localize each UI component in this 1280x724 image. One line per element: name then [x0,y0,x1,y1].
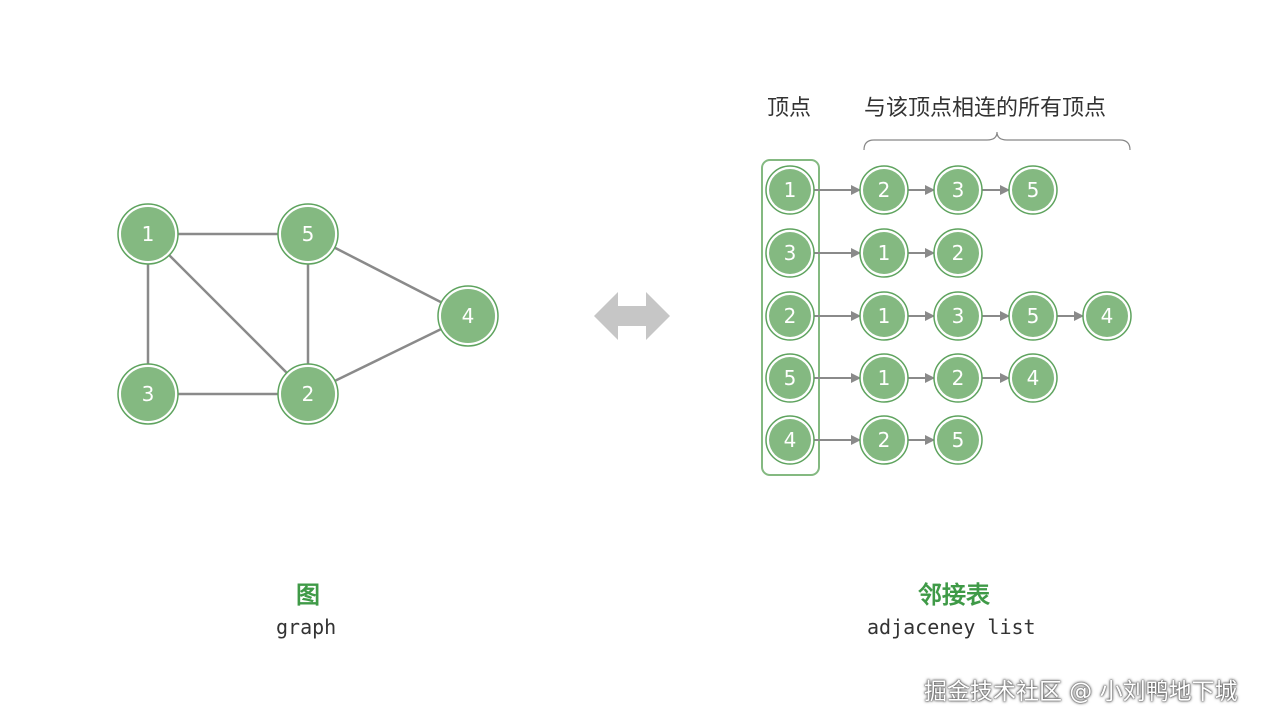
graph-edge-1-2 [166,252,290,376]
graph-node-4: 4 [437,285,499,347]
graph-node-1-label: 1 [142,222,155,246]
graph-node-1: 1 [117,203,179,265]
neighbor-node: 3 [933,165,983,215]
neighbor-node-label: 1 [878,366,891,390]
neighbor-node-label: 5 [952,428,965,452]
vertex-node-4-label: 4 [784,428,797,452]
neighbor-node: 4 [1008,353,1058,403]
graph-caption-zh: 图 [296,581,320,609]
adjacency-caption-en: adjaceney list [867,615,1036,639]
vertex-node-3: 3 [765,228,815,278]
adjacency-arrows [814,185,1084,445]
graph-edge-2-4 [332,327,444,383]
adjacency-nodes: 1 2 3 5 3 1 2 2 1 3 5 4 5 1 2 4 4 2 5 [765,165,1132,465]
neighbor-node: 2 [859,165,909,215]
graph-node-3: 3 [117,363,179,425]
neighbor-node: 1 [859,353,909,403]
vertex-column-box [761,159,820,476]
graph-nodes: 1 5 4 3 2 [117,203,499,425]
graph-caption-en: graph [276,615,337,639]
neighbor-node-label: 3 [952,178,965,202]
watermark: 掘金技术社区 @ 小刘鸭地下城 [924,679,1238,705]
neighbor-node: 2 [859,415,909,465]
neighbor-node: 1 [859,291,909,341]
neighbors-header: 与该顶点相连的所有顶点 [864,96,1107,121]
neighbor-node-label: 1 [878,304,891,328]
graph-edge-5-4 [332,245,444,305]
neighbor-node: 5 [1008,291,1058,341]
graph-node-3-label: 3 [142,382,155,406]
neighbor-node: 2 [933,353,983,403]
equivalence-arrow-icon [594,292,670,340]
neighbor-node-label: 5 [1027,304,1040,328]
graph-node-5-label: 5 [302,222,315,246]
neighbor-node-label: 3 [952,304,965,328]
graph-edges [146,232,444,396]
neighbor-node: 2 [933,228,983,278]
vertex-node-5: 5 [765,353,815,403]
vertex-node-5-label: 5 [784,366,797,390]
graph-node-5: 5 [277,203,339,265]
neighbor-node: 5 [933,415,983,465]
neighbors-brace [863,131,1131,151]
vertex-node-1: 1 [765,165,815,215]
graph-node-2-label: 2 [302,382,315,406]
graph-node-4-label: 4 [462,304,475,328]
neighbor-node-label: 4 [1027,366,1040,390]
vertex-header: 顶点 [767,96,812,121]
neighbor-node-label: 2 [952,241,965,265]
neighbor-node-label: 2 [878,178,891,202]
neighbor-node-label: 1 [878,241,891,265]
neighbor-node-label: 5 [1027,178,1040,202]
vertex-node-2-label: 2 [784,304,797,328]
vertex-node-2: 2 [765,291,815,341]
neighbor-node: 4 [1082,291,1132,341]
neighbor-node: 1 [859,228,909,278]
vertex-node-4: 4 [765,415,815,465]
neighbor-node-label: 2 [952,366,965,390]
neighbor-node: 5 [1008,165,1058,215]
graph-node-2: 2 [277,363,339,425]
vertex-node-1-label: 1 [784,178,797,202]
vertex-node-3-label: 3 [784,241,797,265]
neighbor-node-label: 4 [1101,304,1114,328]
neighbor-node: 3 [933,291,983,341]
neighbor-node-label: 2 [878,428,891,452]
adjacency-caption-zh: 邻接表 [918,581,990,609]
